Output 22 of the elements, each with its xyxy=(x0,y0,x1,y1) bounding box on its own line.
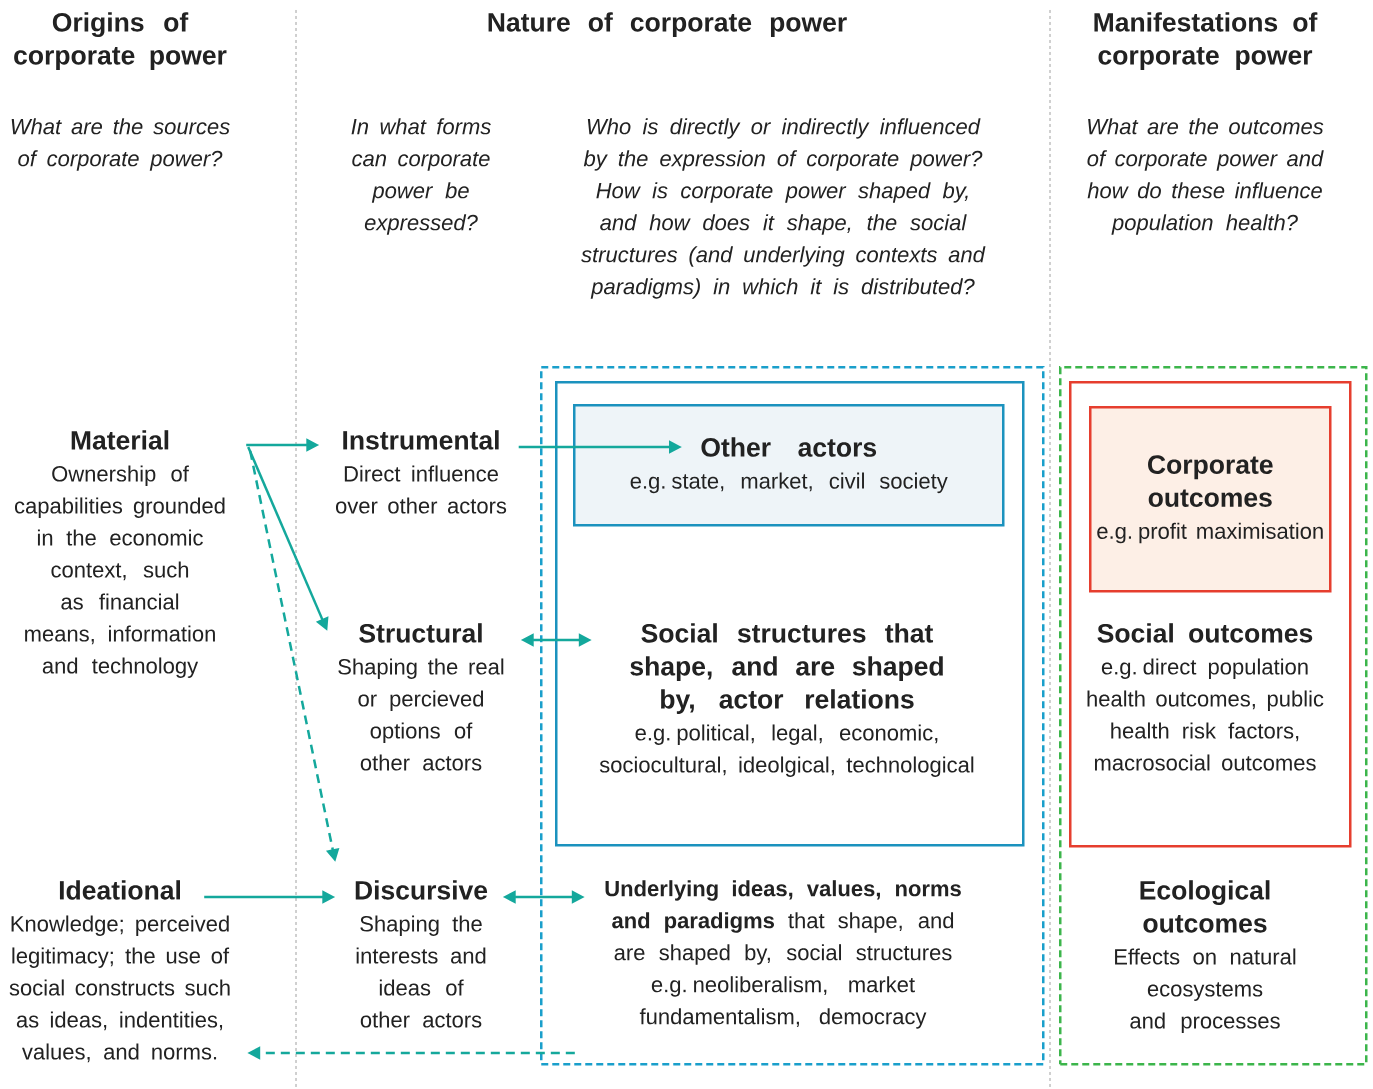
dashed-frame xyxy=(1059,366,1368,1066)
column-heading: Manifestations of corporate power xyxy=(1094,12,1318,70)
concept-text: Material Ownership of capabilities grounded in the economic context, such as financial means, information and technology xyxy=(15,430,225,678)
concept-text: Discursive Shaping the interests and ideas of other actors xyxy=(355,880,488,1028)
concept-text: Ecological outcomes Effects on natural ecosystems and processes xyxy=(1115,880,1296,1033)
frame-box xyxy=(555,381,1025,847)
concept-text: Social structures that shape, and are shaped by, actor relations e.g. political, legal, economic, sociocultural, ideolgical, technological xyxy=(599,623,974,777)
concept-text: Ideational Knowledge; perceived legitimacy; the use of social constructs such as ideas, indentities, values, and norms. xyxy=(9,880,230,1063)
outcome-box: Corporate outcomes e.g. profit maximisation xyxy=(1089,406,1332,593)
column-heading: Origins of corporate power xyxy=(14,12,227,70)
concept-text: Instrumental Direct influence over other actors xyxy=(336,430,507,514)
frame-box xyxy=(1069,381,1352,848)
question-text: Who is directly or indirectly influenced by the expression of corporate power? How is corporate power shaped by, and how does it shape, the social structures (and underlying contexts and paradigms) in which it is distributed? xyxy=(581,118,986,299)
concept-text: Structural Shaping the real or percieved options of other actors xyxy=(338,623,504,771)
actors-box: Other actors e.g. state, market, civil society xyxy=(573,404,1005,527)
dashed-frame xyxy=(540,366,1045,1066)
concept-text: Underlying ideas, values, norms and paradigms that shape, and are shaped by, social structures e.g. neoliberalism, market fundamentalism, democracy xyxy=(605,880,961,1029)
question-text: What are the sources of corporate power? xyxy=(11,118,230,171)
column-heading: Nature of corporate power xyxy=(488,12,847,37)
question-text: In what forms can corporate power be expressed? xyxy=(351,118,491,235)
question-text: What are the outcomes of corporate power and how do these influence population health? xyxy=(1087,118,1324,235)
concept-text: Social outcomes e.g. direct population health outcomes, public health risk factors, macrosocial outcomes xyxy=(1087,623,1324,771)
